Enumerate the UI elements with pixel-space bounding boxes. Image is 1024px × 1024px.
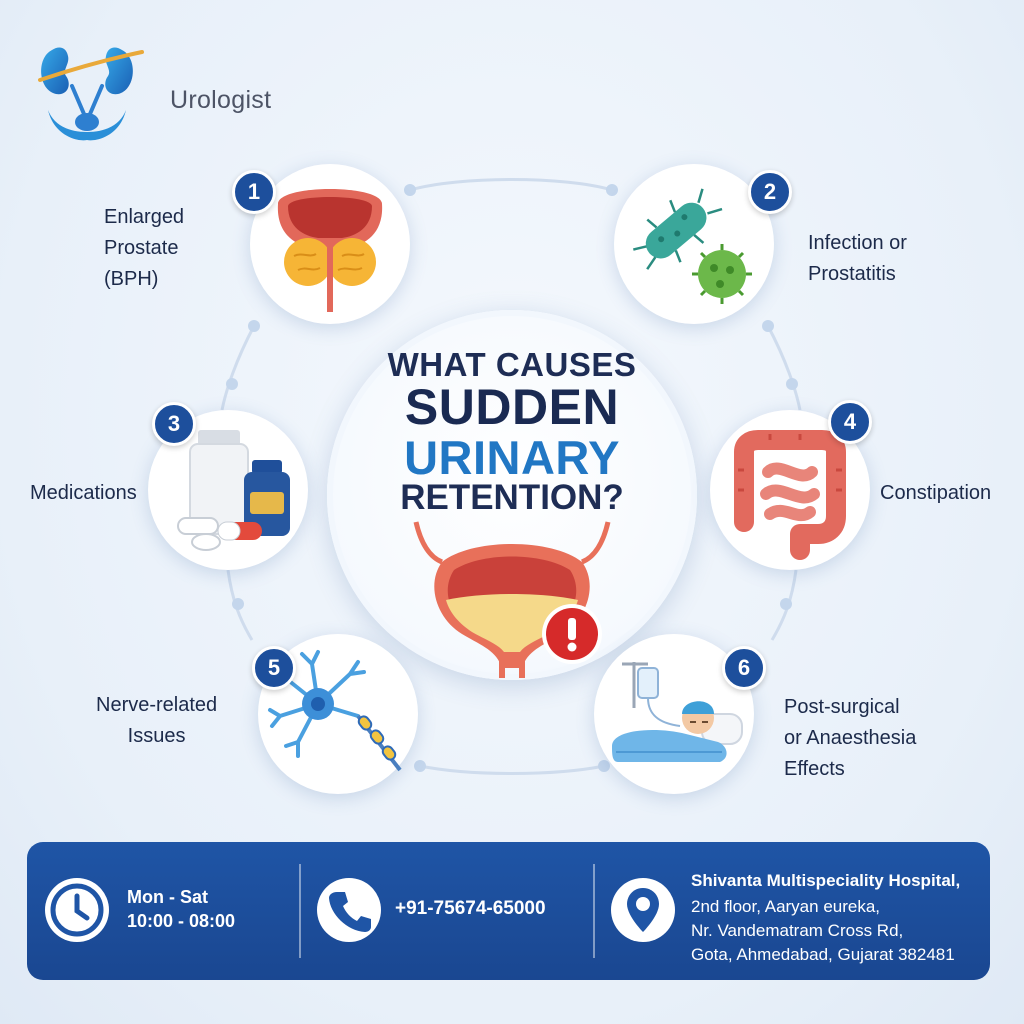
address-line-1: 2nd floor, Aaryan eureka, [691,897,881,916]
cause-3-badge: 3 [152,402,196,446]
address-line-2: Nr. Vandematram Cross Rd, [691,921,904,940]
address-line-3: Gota, Ahmedabad, Gujarat 382481 [691,945,955,964]
prostate-icon [277,189,383,312]
bacteria-virus-icon [633,188,752,304]
cause-4-label: Constipation [880,482,992,504]
cause-3-label: Medications [30,482,137,504]
footer-divider-2 [593,864,595,958]
cause-6-label: Post-surgical or Anaesthesia Effects [784,696,917,780]
hours-days: Mon - Sat [127,887,208,907]
kidney-hands-logo-icon [38,47,144,141]
footer-divider-1 [299,864,301,958]
hospital-patient-icon [612,662,743,762]
intestine-icon [734,430,846,560]
neuron-icon [268,650,402,772]
title-line-1: WHAT CAUSES [387,346,637,383]
title-line-4: RETENTION? [400,478,624,517]
cause-6-badge: 6 [722,646,766,690]
clock-icon [45,878,109,942]
title-line-3: URINARY [404,431,620,484]
center-title-circle: WHAT CAUSES SUDDEN URINARY RETENTION? [327,310,697,680]
phone-icon[interactable] [317,878,381,942]
cause-2-label: Infection or Prostatitis [808,232,907,285]
location-pin-icon[interactable] [611,878,675,942]
cause-5-badge: 5 [252,646,296,690]
hours-time: 10:00 - 08:00 [127,911,236,931]
contact-footer: Mon - Sat 10:00 - 08:00 +91-75674-65000 … [27,842,990,980]
cause-2-circle [614,164,774,324]
phone-number[interactable]: +91-75674-65000 [395,898,546,919]
bladder-alert-icon [413,521,611,678]
cause-6-circle [594,634,754,794]
brand-name: Urologist [170,86,272,114]
cause-1-badge: 1 [232,170,276,214]
medication-bottles-icon [177,430,290,551]
brand: Urologist [34,30,294,150]
cause-4-badge: 4 [828,400,872,444]
cause-1-circle [250,164,410,324]
hospital-name: Shivanta Multispeciality Hospital, [691,871,961,890]
title-line-2: SUDDEN [404,379,620,435]
cause-2-badge: 2 [748,170,792,214]
cause-5-label: Nerve-related Issues [96,694,218,747]
cause-1-label: Enlarged Prostate (BPH) [104,206,185,290]
